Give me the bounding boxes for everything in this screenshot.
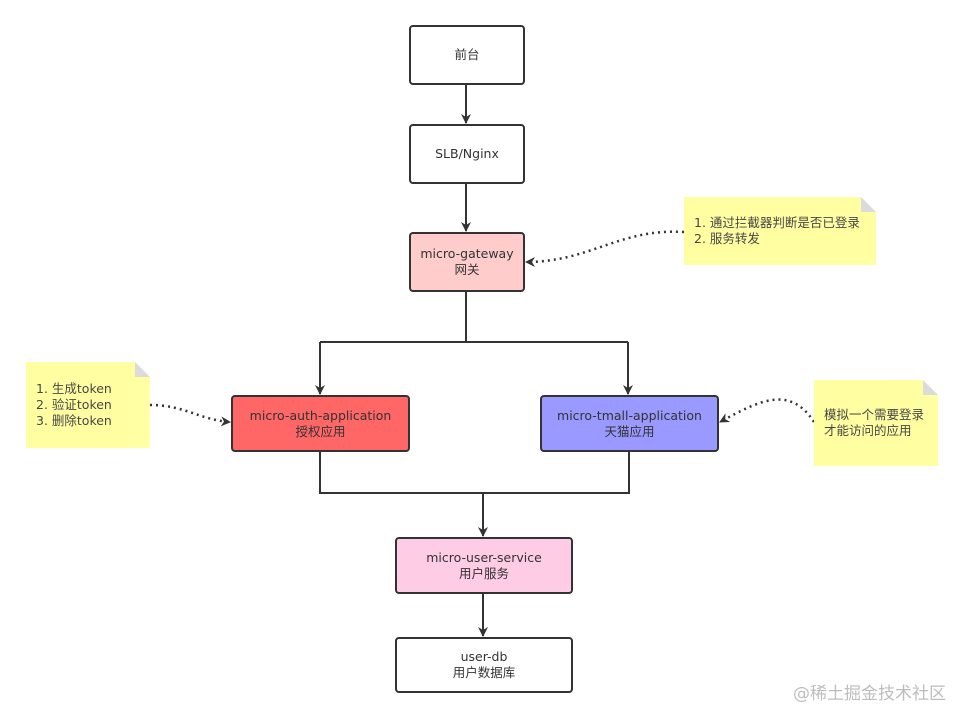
dotted-gateway-note — [525, 230, 685, 267]
node-tmall[interactable]: micro-tmall-application 天猫应用 — [540, 395, 719, 452]
note-auth[interactable]: 1. 生成token 2. 验证token 3. 删除token — [26, 362, 150, 448]
node-label: micro-tmall-application — [557, 407, 702, 423]
note-line: 1. 生成token — [36, 381, 112, 396]
node-sublabel: 授权应用 — [295, 423, 346, 439]
note-line: 1. 通过拦截器判断是否已登录 — [694, 215, 860, 230]
edge-apps-merge — [319, 451, 630, 494]
note-fold-icon — [135, 362, 150, 377]
note-gateway[interactable]: 1. 通过拦截器判断是否已登录 2. 服务转发 — [684, 197, 876, 265]
node-sublabel: 网关 — [454, 262, 480, 277]
note-line: 才能访问的应用 — [824, 423, 912, 438]
watermark: @稀土掘金技术社区 — [793, 684, 946, 704]
node-user-db[interactable]: user-db 用户数据库 — [395, 637, 573, 693]
node-sublabel: 用户服务 — [458, 565, 509, 581]
note-tmall[interactable]: 模拟一个需要登录 才能访问的应用 — [814, 380, 938, 466]
node-frontend[interactable]: 前台 — [409, 25, 525, 85]
node-user-service[interactable]: micro-user-service 用户服务 — [395, 537, 573, 594]
note-line: 2. 验证token — [36, 397, 112, 412]
node-label: user-db — [460, 649, 508, 664]
node-label: micro-auth-application — [249, 407, 392, 423]
node-label: SLB/Nginx — [435, 146, 499, 161]
node-gateway[interactable]: micro-gateway 网关 — [409, 232, 525, 292]
node-label: micro-user-service — [426, 549, 542, 565]
note-fold-icon — [923, 380, 938, 395]
node-sublabel: 用户数据库 — [452, 665, 516, 680]
node-label: micro-gateway — [420, 246, 514, 261]
node-slb[interactable]: SLB/Nginx — [409, 124, 525, 184]
note-line: 模拟一个需要登录 — [824, 407, 925, 422]
note-line: 2. 服务转发 — [694, 231, 760, 246]
note-fold-icon — [861, 197, 876, 212]
node-label: 前台 — [454, 47, 480, 62]
node-auth[interactable]: micro-auth-application 授权应用 — [231, 395, 410, 452]
dotted-tmall-note — [719, 398, 816, 424]
edge-gateway-split — [320, 291, 628, 343]
dotted-auth-note — [149, 403, 231, 427]
node-sublabel: 天猫应用 — [604, 423, 655, 439]
note-line: 3. 删除token — [36, 413, 112, 428]
